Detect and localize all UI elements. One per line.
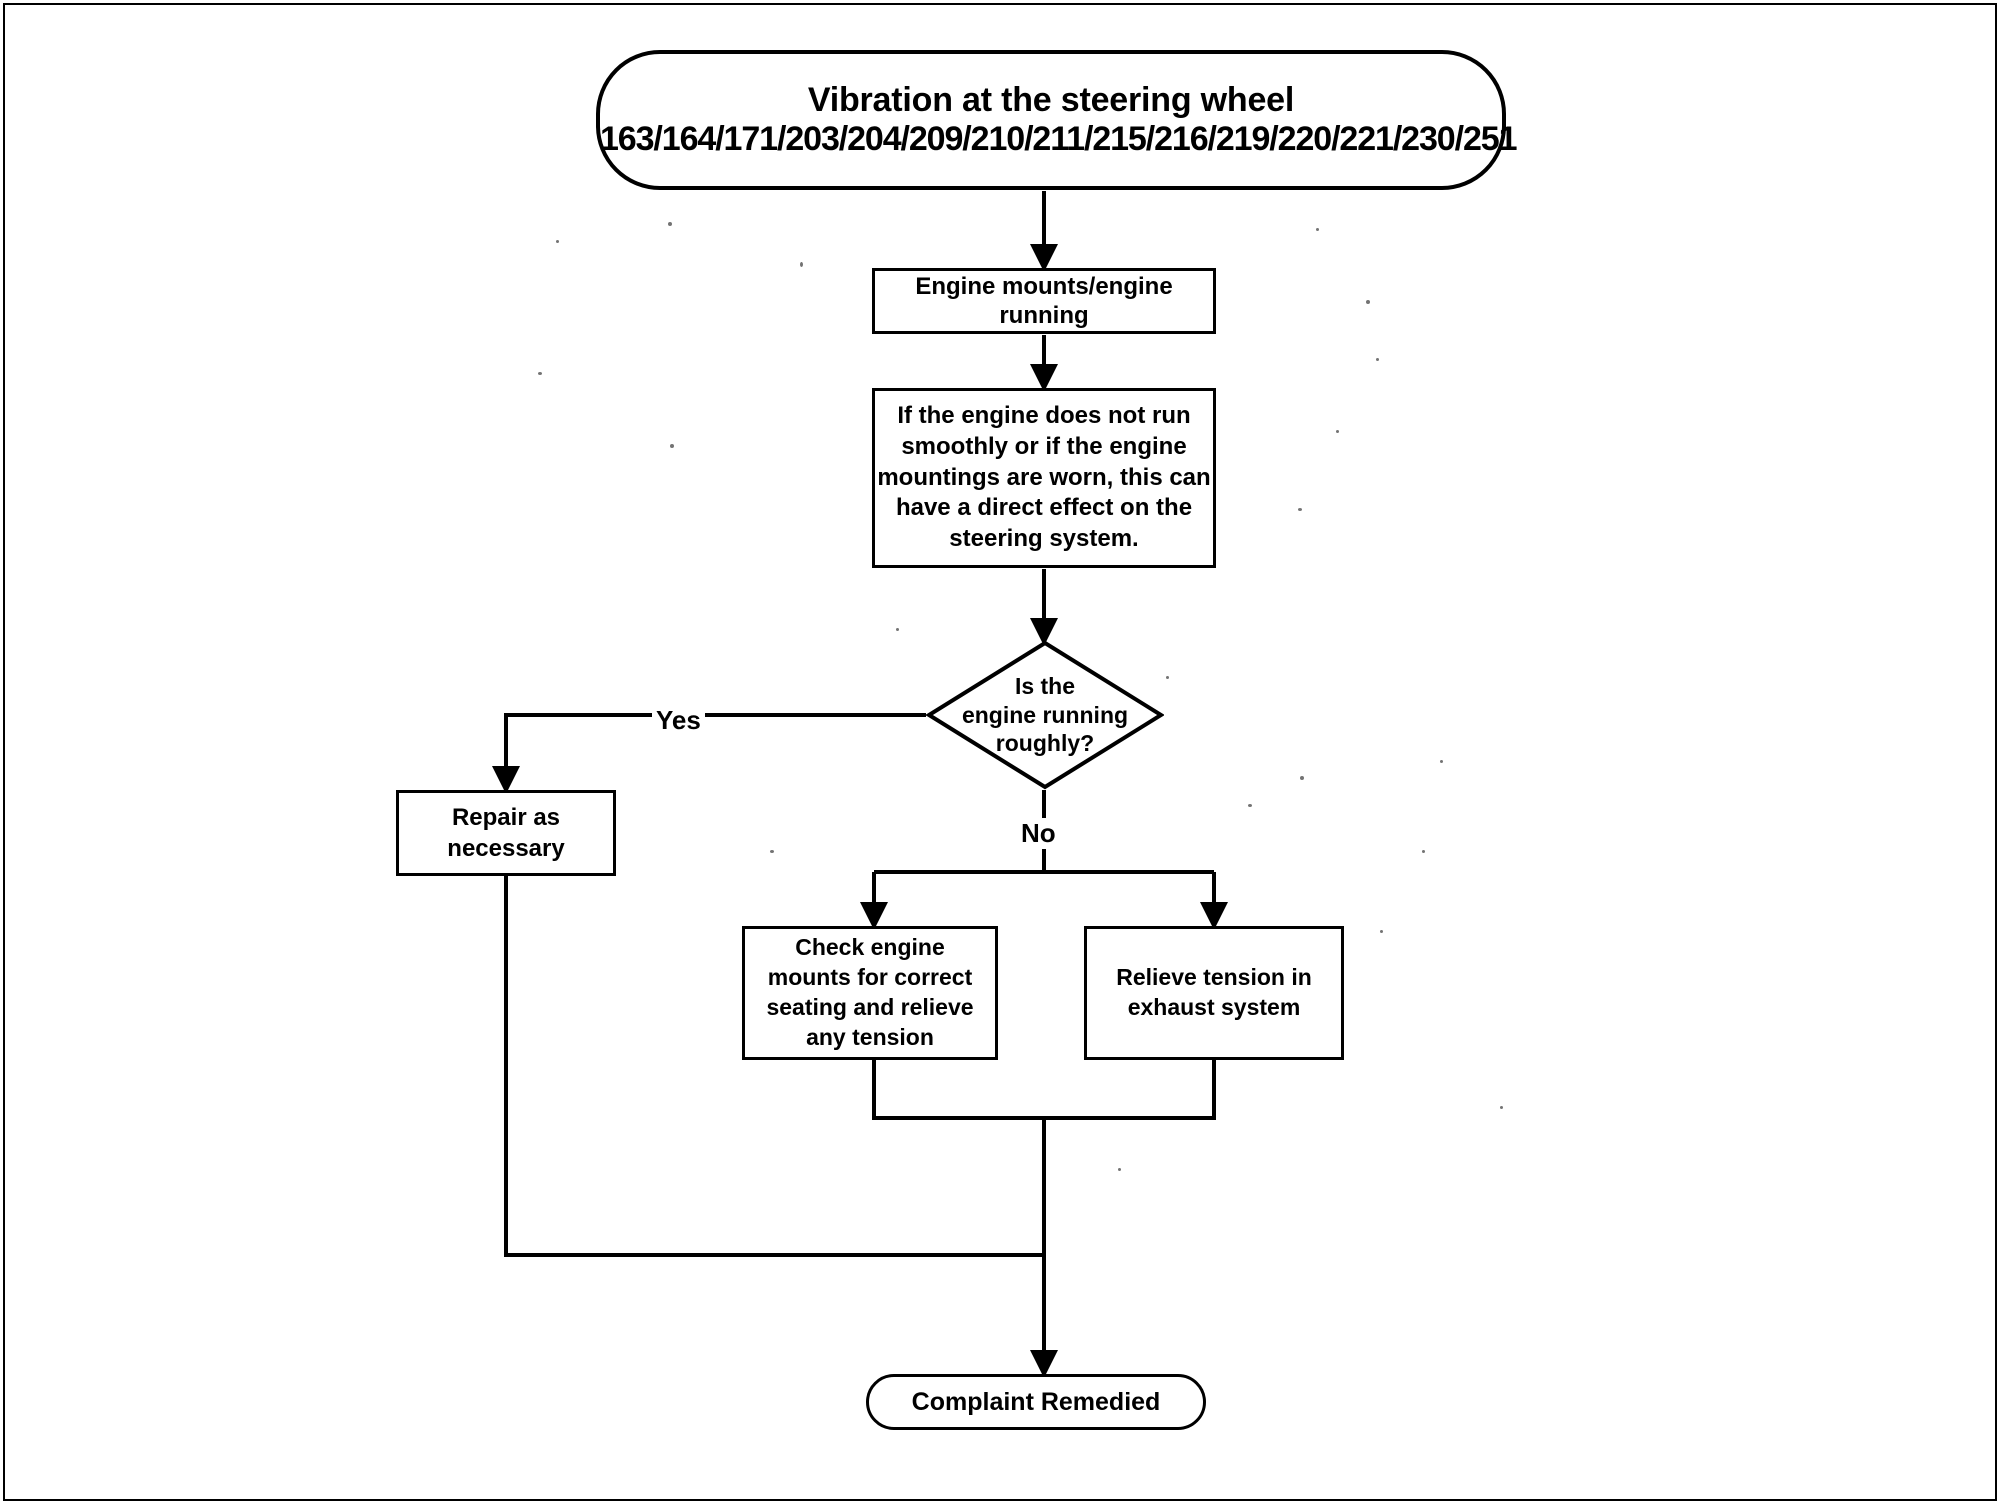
process-relieve-exhaust-tension: Relieve tension in exhaust system — [1084, 926, 1344, 1060]
explanation-text: If the engine does not run smoothly or i… — [877, 402, 1211, 553]
edge-label-no: No — [1017, 818, 1060, 849]
repair-text: Repair as necessary — [447, 803, 565, 862]
process-repair-as-necessary: Repair as necessary — [396, 790, 616, 876]
scan-speckle — [1166, 676, 1169, 679]
scan-speckle — [1500, 1106, 1503, 1109]
scan-speckle — [1118, 1168, 1121, 1171]
scan-speckle — [1422, 850, 1425, 853]
complaint-text: Complaint Remedied — [911, 1387, 1161, 1416]
process-check-engine-mounts: Check engine mounts for correct seating … — [742, 926, 998, 1060]
relieve-exhaust-text: Relieve tension in exhaust system — [1116, 964, 1312, 1020]
scan-speckle — [1376, 358, 1379, 361]
terminator-complaint-remedied: Complaint Remedied — [866, 1374, 1206, 1430]
scan-speckle — [800, 262, 803, 267]
scan-speckle — [896, 628, 899, 631]
scan-speckle — [1380, 930, 1383, 933]
scan-speckle — [1316, 228, 1319, 231]
scan-speckle — [1298, 508, 1302, 511]
process-explanation: If the engine does not run smoothly or i… — [872, 388, 1216, 568]
scan-speckle — [556, 240, 559, 243]
scan-speckle — [1336, 430, 1339, 433]
check-mounts-text: Check engine mounts for correct seating … — [766, 934, 974, 1050]
scan-speckle — [1440, 760, 1443, 763]
decision-label: Is the engine running roughly? — [961, 672, 1129, 757]
process-engine-mounts: Engine mounts/engine running — [872, 268, 1216, 334]
edge-repair-to-trunk — [504, 876, 1044, 1257]
scan-speckle — [538, 372, 542, 375]
edge-merge-bar — [872, 1060, 1216, 1120]
edge-yes-to-repair — [492, 713, 926, 794]
scan-speckle — [1366, 300, 1370, 304]
scan-speckle — [668, 222, 672, 226]
scan-speckle — [770, 850, 774, 853]
decision-engine-running-roughly: Is the engine running roughly? — [926, 640, 1164, 790]
start-codes: 163/164/171/203/204/209/210/211/215/216/… — [600, 120, 1517, 158]
decision-diamond-shape — [926, 640, 1164, 790]
scan-speckle — [670, 444, 674, 448]
scan-speckle — [1300, 776, 1304, 780]
start-title: Vibration at the steering wheel — [807, 80, 1295, 119]
scan-speckle — [1248, 804, 1252, 807]
edge-label-yes: Yes — [652, 705, 705, 736]
engine-mounts-text: Engine mounts/engine running — [915, 272, 1173, 329]
page-border — [3, 3, 1997, 1501]
